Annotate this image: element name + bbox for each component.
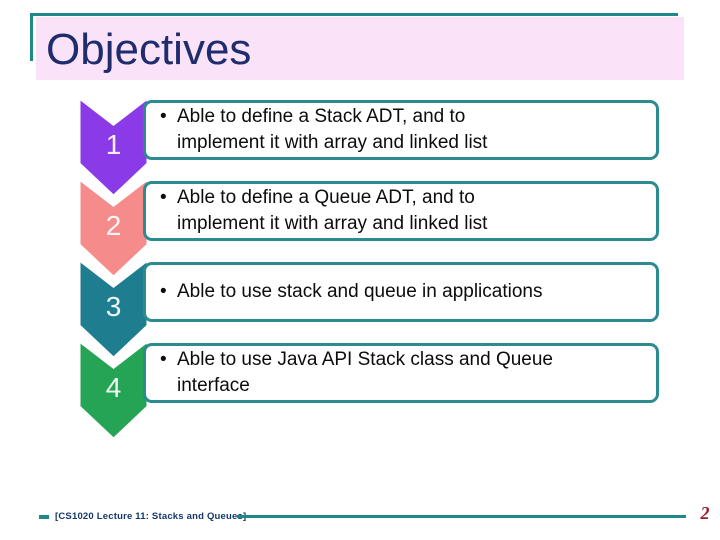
objective-text-line: implement it with array and linked list	[177, 130, 652, 156]
down-chevron-icon	[76, 337, 151, 443]
chevron-step-1: 1	[76, 94, 151, 200]
footer-course-label: [CS1020 Lecture 11: Stacks and Queues]	[55, 511, 247, 522]
chevron-step-2: 2	[76, 175, 151, 281]
down-chevron-icon	[76, 94, 151, 200]
objective-text-line: interface	[177, 373, 652, 399]
step-number: 2	[105, 210, 122, 241]
chevron-step-4: 4	[76, 337, 151, 443]
bullet-marker: •	[160, 281, 167, 302]
footer-divider-line	[237, 515, 686, 518]
objective-text: implement it with array and linked list	[177, 132, 488, 153]
down-chevron-icon	[76, 256, 151, 362]
chevron-step-3: 3	[76, 256, 151, 362]
objective-box-2: • Able to define a Queue ADT, and to imp…	[143, 181, 659, 241]
objective-text: interface	[177, 375, 250, 396]
objective-text-line: • Able to define a Stack ADT, and to	[160, 104, 652, 130]
bullet-marker: •	[160, 349, 167, 370]
down-chevron-icon	[76, 175, 151, 281]
step-number: 3	[105, 291, 122, 322]
footer-dash	[39, 515, 49, 519]
title-banner	[36, 17, 684, 80]
objective-text-line: • Able to use stack and queue in applica…	[160, 279, 652, 305]
objective-box-1: • Able to define a Stack ADT, and to imp…	[143, 100, 659, 160]
objective-text: implement it with array and linked list	[177, 213, 488, 234]
header-left-accent-line	[30, 13, 33, 61]
bullet-marker: •	[160, 187, 167, 208]
objective-text: Able to use Java API Stack class and Que…	[177, 349, 554, 370]
header-top-accent-line	[30, 13, 678, 16]
objective-text: Able to define a Queue ADT, and to	[177, 187, 475, 208]
objective-box-3: • Able to use stack and queue in applica…	[143, 262, 659, 322]
objective-text: Able to use stack and queue in applicati…	[177, 281, 543, 302]
objective-box-4: • Able to use Java API Stack class and Q…	[143, 343, 659, 403]
bullet-marker: •	[160, 106, 167, 127]
step-number: 4	[105, 372, 122, 403]
objective-text-line: implement it with array and linked list	[177, 211, 652, 237]
objective-text-line: • Able to use Java API Stack class and Q…	[160, 347, 652, 373]
objective-text: Able to define a Stack ADT, and to	[177, 106, 466, 127]
page-number: 2	[700, 503, 710, 523]
step-number: 1	[105, 129, 122, 160]
page-title: Objectives	[46, 25, 252, 74]
objective-text-line: • Able to define a Queue ADT, and to	[160, 185, 652, 211]
